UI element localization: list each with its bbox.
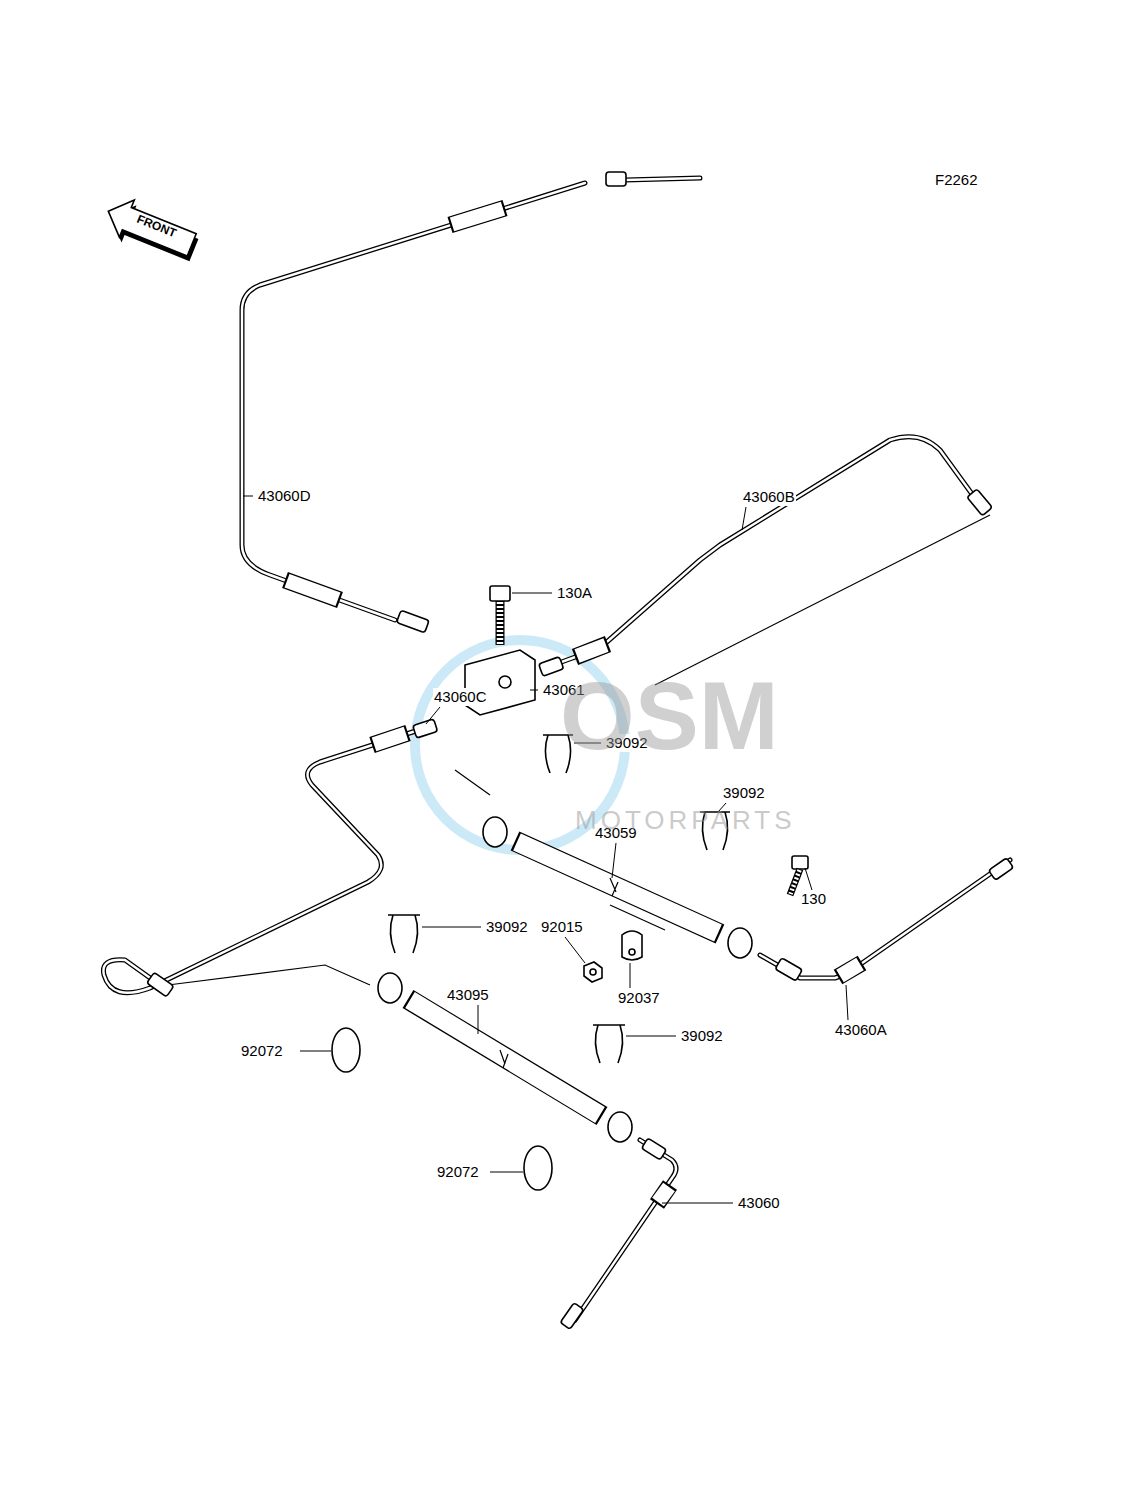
pipe-43060d [242, 172, 700, 633]
hose-43095 [378, 973, 632, 1142]
callout-number: 92037 [617, 989, 661, 1007]
front-label: FRONT [134, 211, 179, 240]
callout-number: 92072 [436, 1163, 480, 1181]
callout-number: 43060B [742, 488, 796, 506]
pipe-43060c [103, 719, 437, 997]
watermark-logo: OSM [560, 658, 779, 773]
figure-code: F2262 [934, 171, 979, 189]
callout-number: 130A [556, 584, 593, 602]
pipe-43060b [539, 437, 993, 677]
assembly-line [168, 965, 370, 985]
clamp-and-nut [584, 931, 642, 982]
callout-number: 92072 [240, 1042, 284, 1060]
callout-number: 39092 [485, 918, 529, 936]
callout-number: 92015 [540, 918, 584, 936]
clip [388, 735, 730, 1063]
hose-43059 [483, 817, 752, 958]
pipe-43060 [560, 1138, 676, 1329]
callout-number: 43060D [257, 487, 312, 505]
assembly-line [655, 515, 990, 685]
callout-number: 43095 [446, 986, 490, 1004]
band [332, 1028, 552, 1190]
callout-number: 43060A [834, 1021, 888, 1039]
front-arrow [99, 193, 203, 269]
leader-lines [243, 496, 848, 1203]
callout-number: 39092 [722, 784, 766, 802]
callout-number: 43060C [433, 688, 488, 706]
assembly-line [455, 770, 490, 795]
pipe-43060a [760, 858, 1013, 981]
callout-number: 43060 [737, 1194, 781, 1212]
watermark-text: MOTORPARTS [575, 805, 796, 836]
callout-number: 39092 [680, 1027, 724, 1045]
callout-number: 130 [800, 890, 827, 908]
